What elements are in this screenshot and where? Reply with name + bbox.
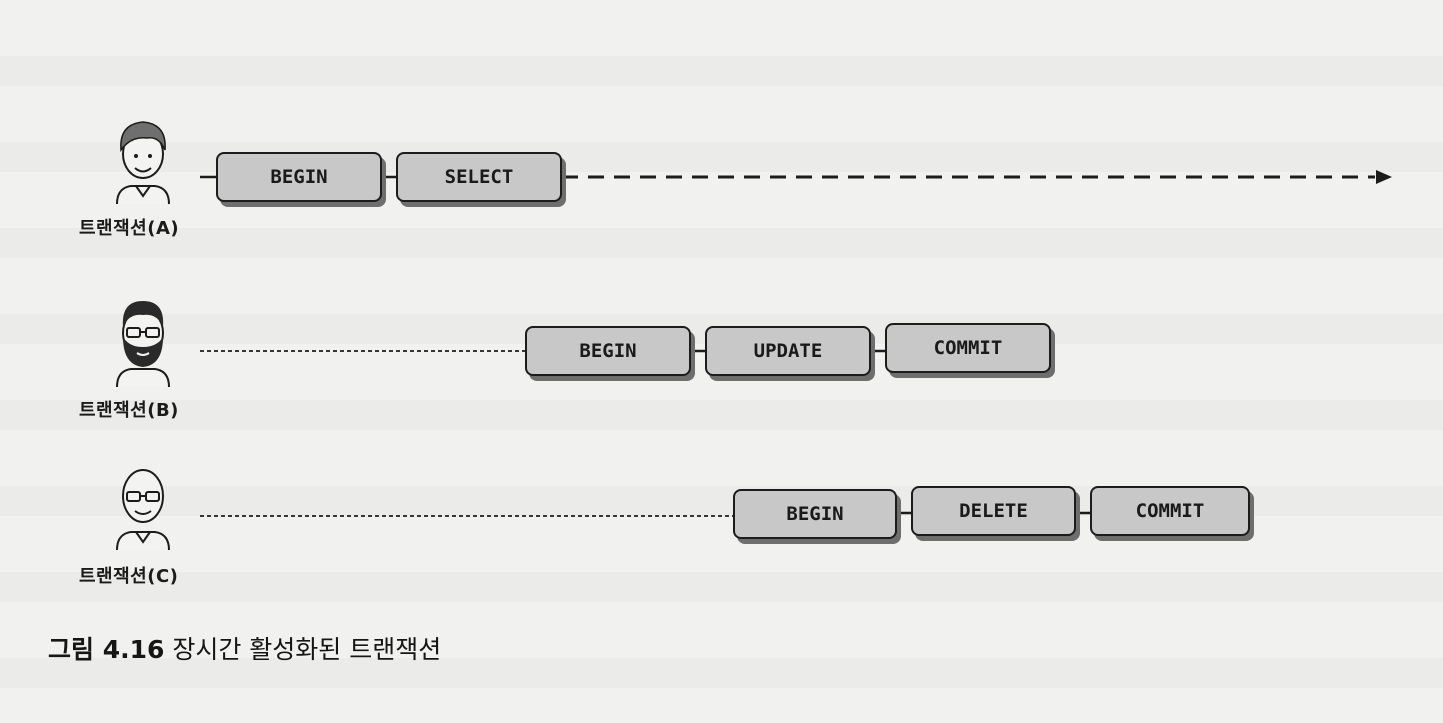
bald-glasses-person-icon xyxy=(116,469,170,551)
transaction-a-label: 트랜잭션(A) xyxy=(79,218,180,239)
step-c-commit: COMMIT xyxy=(1090,486,1250,536)
step-c-begin: BEGIN xyxy=(733,489,897,539)
transaction-b-label: 트랜잭션(B) xyxy=(79,400,179,421)
arrowhead-icon xyxy=(1376,170,1392,184)
person-icon xyxy=(116,121,170,205)
bearded-person-icon xyxy=(116,301,170,388)
step-c-delete: DELETE xyxy=(911,486,1076,536)
step-a-begin: BEGIN xyxy=(216,152,382,202)
step-b-commit: COMMIT xyxy=(885,323,1051,373)
figure-title: 장시간 활성화된 트랜잭션 xyxy=(172,635,442,664)
step-b-update: UPDATE xyxy=(705,326,871,376)
figure-number: 그림 4.16 xyxy=(48,635,165,664)
figure-caption: 그림 4.16 장시간 활성화된 트랜잭션 xyxy=(48,630,441,666)
transaction-c-label: 트랜잭션(C) xyxy=(79,566,179,587)
step-a-select: SELECT xyxy=(396,152,562,202)
step-b-begin: BEGIN xyxy=(525,326,691,376)
